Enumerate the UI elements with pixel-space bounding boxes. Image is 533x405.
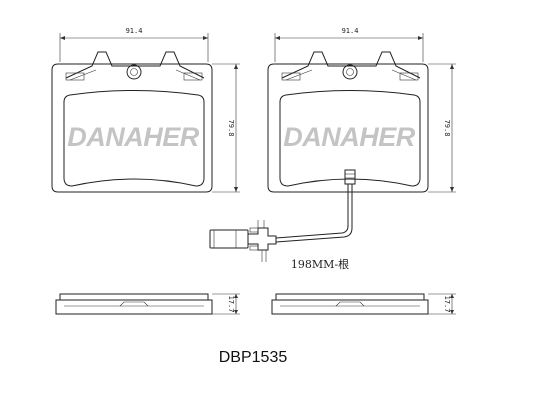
left-height-dimension: 79.8 bbox=[212, 63, 240, 193]
right-centre-hole bbox=[342, 64, 358, 80]
sensor-pad-clip bbox=[344, 169, 356, 185]
left-brand-watermark: DANAHER bbox=[67, 122, 200, 152]
right-thickness-label: 17.7 bbox=[443, 296, 451, 313]
right-tab-right bbox=[399, 72, 419, 81]
sensor-wire bbox=[275, 184, 349, 239]
left-tab-left bbox=[65, 72, 85, 81]
right-height-label: 79.8 bbox=[443, 120, 451, 137]
left-width-dimension: 91.4 bbox=[59, 27, 209, 62]
left-friction-material bbox=[63, 90, 205, 187]
right-friction-material bbox=[279, 90, 421, 187]
left-thickness-dimension: 17.7 bbox=[212, 293, 240, 315]
right-pad-back-view: 91.4 79.8 DANAHER bbox=[267, 27, 456, 193]
right-tab-left bbox=[281, 72, 301, 81]
left-spring-clip bbox=[65, 51, 205, 79]
right-width-label: 91.4 bbox=[342, 27, 359, 35]
right-thickness-dimension: 17.7 bbox=[428, 293, 456, 315]
sensor-wire-length-label: 198MM-根 bbox=[291, 257, 349, 271]
right-pad-side-view: 17.7 bbox=[271, 293, 456, 315]
left-pad-side-view: 17.7 bbox=[55, 293, 240, 315]
left-width-label: 91.4 bbox=[126, 27, 143, 35]
right-spring-clip bbox=[281, 51, 421, 79]
left-backing-plate bbox=[51, 63, 213, 193]
part-number: DBP1535 bbox=[219, 349, 288, 366]
right-backing-plate bbox=[267, 63, 429, 193]
left-thickness-label: 17.7 bbox=[227, 296, 235, 313]
right-height-dimension: 79.8 bbox=[428, 63, 456, 193]
sensor-connector bbox=[209, 220, 277, 262]
left-height-label: 79.8 bbox=[227, 120, 235, 137]
right-brand-watermark: DANAHER bbox=[283, 122, 416, 152]
left-pad-front-view: 91.4 79.8 DANAHER bbox=[51, 27, 240, 193]
wear-sensor: 198MM-根 bbox=[209, 169, 356, 271]
left-centre-hole bbox=[126, 64, 142, 80]
left-tab-right bbox=[183, 72, 203, 81]
right-width-dimension: 91.4 bbox=[274, 27, 424, 62]
